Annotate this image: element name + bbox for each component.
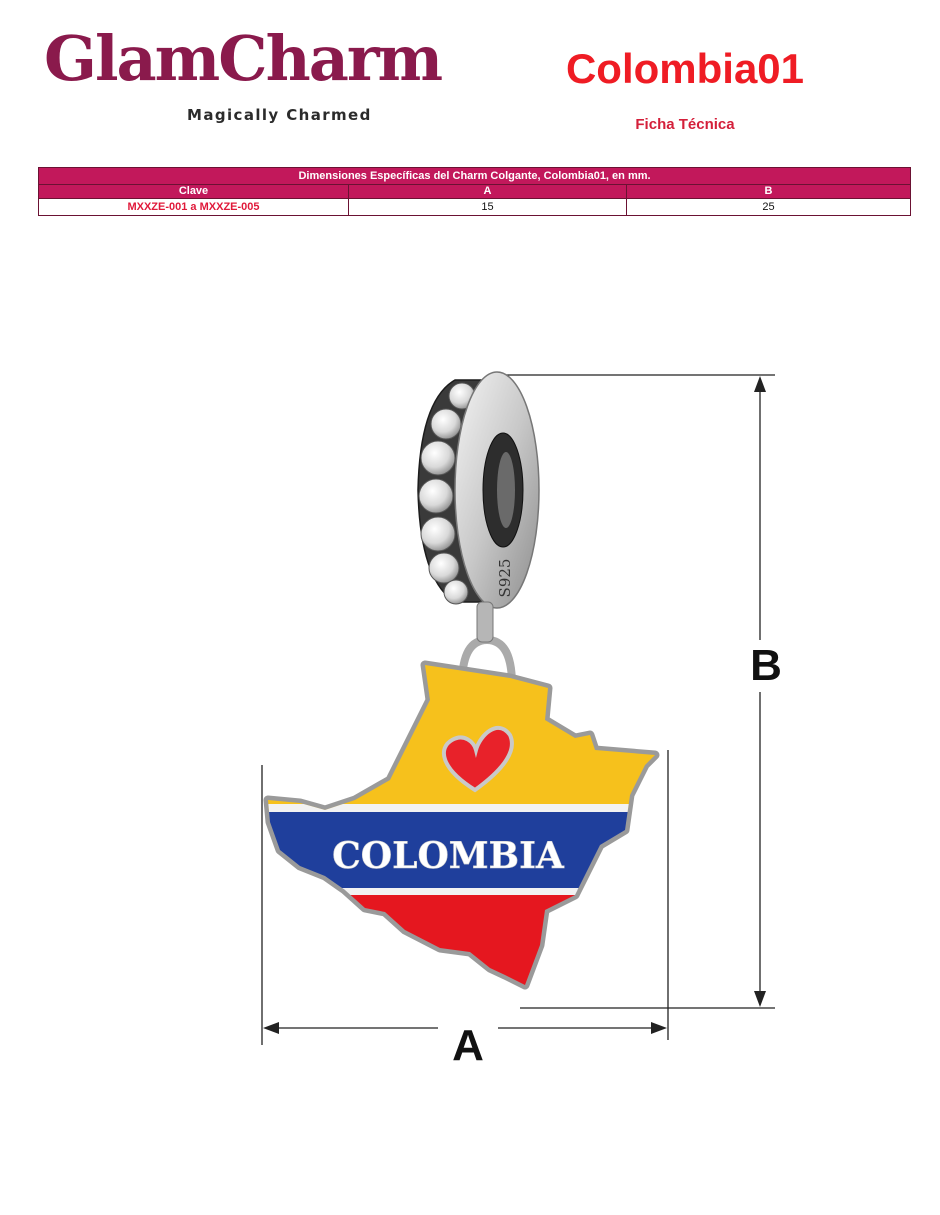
flag-white-divider-2: [268, 888, 655, 895]
brand-logo: GlamCharm Magically Charmed: [40, 28, 443, 133]
dimensions-table: Dimensiones Específicas del Charm Colgan…: [37, 167, 912, 216]
product-title: Colombia01: [565, 45, 805, 92]
charm-dimension-figure: B A S925: [261, 371, 782, 1070]
heart-icon: [441, 726, 514, 793]
table-caption-row: Dimensiones Específicas del Charm Colgan…: [37, 167, 912, 185]
dimension-b-arrow-bottom: [754, 991, 766, 1007]
charm-engraving: COLOMBIA: [332, 835, 565, 877]
document-subtitle: Ficha Técnica: [635, 116, 735, 133]
dimension-a-guides: [261, 750, 669, 1045]
flag-red-band: [268, 895, 655, 985]
flag-yellow-band: [268, 665, 655, 810]
cell-clave: MXXZE-001 a MXXZE-005: [38, 198, 349, 216]
dimension-a-arrow-right: [651, 1022, 667, 1034]
table-row: MXXZE-001 a MXXZE-005 15 25: [38, 198, 912, 216]
bail: S925: [417, 371, 540, 609]
column-header-a: A: [348, 184, 627, 199]
ring-connector: [476, 601, 494, 643]
table-header-row: Clave A B: [38, 184, 912, 199]
logo-tagline: Magically Charmed: [187, 106, 372, 124]
dimension-b-guides: [495, 374, 775, 1009]
cell-b: 25: [625, 198, 912, 216]
flag-white-divider: [268, 804, 655, 812]
bail-gems: [418, 382, 476, 605]
cell-a: 15: [348, 198, 627, 216]
dimension-b-label: B: [750, 641, 782, 690]
dimension-a-arrow-left: [263, 1022, 279, 1034]
column-header-b: B: [625, 184, 912, 199]
table-caption: Dimensiones Específicas del Charm Colgan…: [37, 167, 912, 185]
column-header-clave: Clave: [38, 184, 349, 199]
dimension-a-label: A: [452, 1021, 484, 1070]
bail-stamp: S925: [496, 559, 514, 598]
colombia-map-charm: COLOMBIA: [263, 660, 660, 990]
logo-wordmark: GlamCharm: [44, 22, 443, 95]
dimension-b-arrow-top: [754, 376, 766, 392]
